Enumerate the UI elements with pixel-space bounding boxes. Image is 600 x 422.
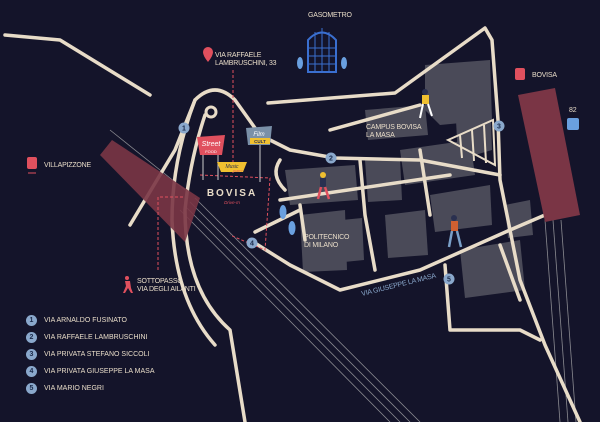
train-icon-bovisa <box>515 68 525 80</box>
tree-icon <box>279 205 287 219</box>
svg-text:2: 2 <box>329 156 333 163</box>
street-marker-4[interactable]: 4 <box>246 237 258 249</box>
parking-lines <box>445 118 497 167</box>
bus-icon <box>567 118 579 130</box>
bus-number: 82 <box>569 107 577 114</box>
street-marker-5[interactable]: 5 <box>443 273 455 285</box>
svg-text:PARTY: PARTY <box>233 169 243 173</box>
gasometro-label: GASOMETRO <box>308 12 352 19</box>
music-party-sign: Music PARTY <box>217 162 247 173</box>
svg-text:5: 5 <box>447 277 451 284</box>
venue-name: BOVISA <box>207 188 257 199</box>
bovisa-station-label: BOVISA <box>532 72 557 79</box>
villapizzone-platform <box>100 140 200 242</box>
politecnico-line1: POLITECNICO <box>304 234 350 241</box>
gasometro-icon <box>297 28 347 73</box>
street-marker-3[interactable]: 3 <box>493 120 505 132</box>
svg-text:Film: Film <box>253 132 264 138</box>
pedestrian-icon <box>123 276 133 293</box>
walking-person-illustration <box>447 215 463 248</box>
location-pin-icon <box>203 47 213 62</box>
address-line1: VIA RAFFAELE <box>215 52 262 59</box>
underpass-line1: SOTTOPASSO <box>137 278 183 285</box>
svg-text:Street: Street <box>202 141 222 148</box>
street-markers: 1 2 3 4 5 <box>178 120 505 285</box>
film-cult-sign: Film CULT <box>246 126 272 182</box>
campus-line2: LA MASA <box>366 132 395 139</box>
tree-icon <box>288 221 296 235</box>
underpass-line2: VIA DEGLI AILANTI <box>137 286 196 293</box>
svg-text:FOOD: FOOD <box>205 149 217 154</box>
street-marker-1[interactable]: 1 <box>178 122 190 134</box>
svg-text:CULT: CULT <box>254 139 266 144</box>
running-person-illustration <box>419 89 433 119</box>
street-marker-2[interactable]: 2 <box>325 152 337 164</box>
venue-subtitle: Drive-In <box>224 200 240 205</box>
politecnico-line2: DI MILANO <box>304 242 339 249</box>
campus-line1: CAMPUS BOVISA <box>366 124 422 131</box>
street-food-sign: Street FOOD <box>197 135 225 180</box>
svg-text:1: 1 <box>182 126 186 133</box>
svg-text:Music: Music <box>225 164 239 170</box>
villapizzone-label: VILLAPIZZONE <box>44 162 92 169</box>
railway-tracks <box>109 129 577 422</box>
train-icon-villapizzone <box>27 157 37 174</box>
svg-text:4: 4 <box>250 241 254 248</box>
address-line2: LAMBRUSCHINI, 33 <box>215 60 277 67</box>
roundabout <box>204 105 218 119</box>
svg-text:3: 3 <box>497 124 501 131</box>
walking-woman-illustration <box>316 172 331 200</box>
bovisa-platform <box>518 88 580 222</box>
